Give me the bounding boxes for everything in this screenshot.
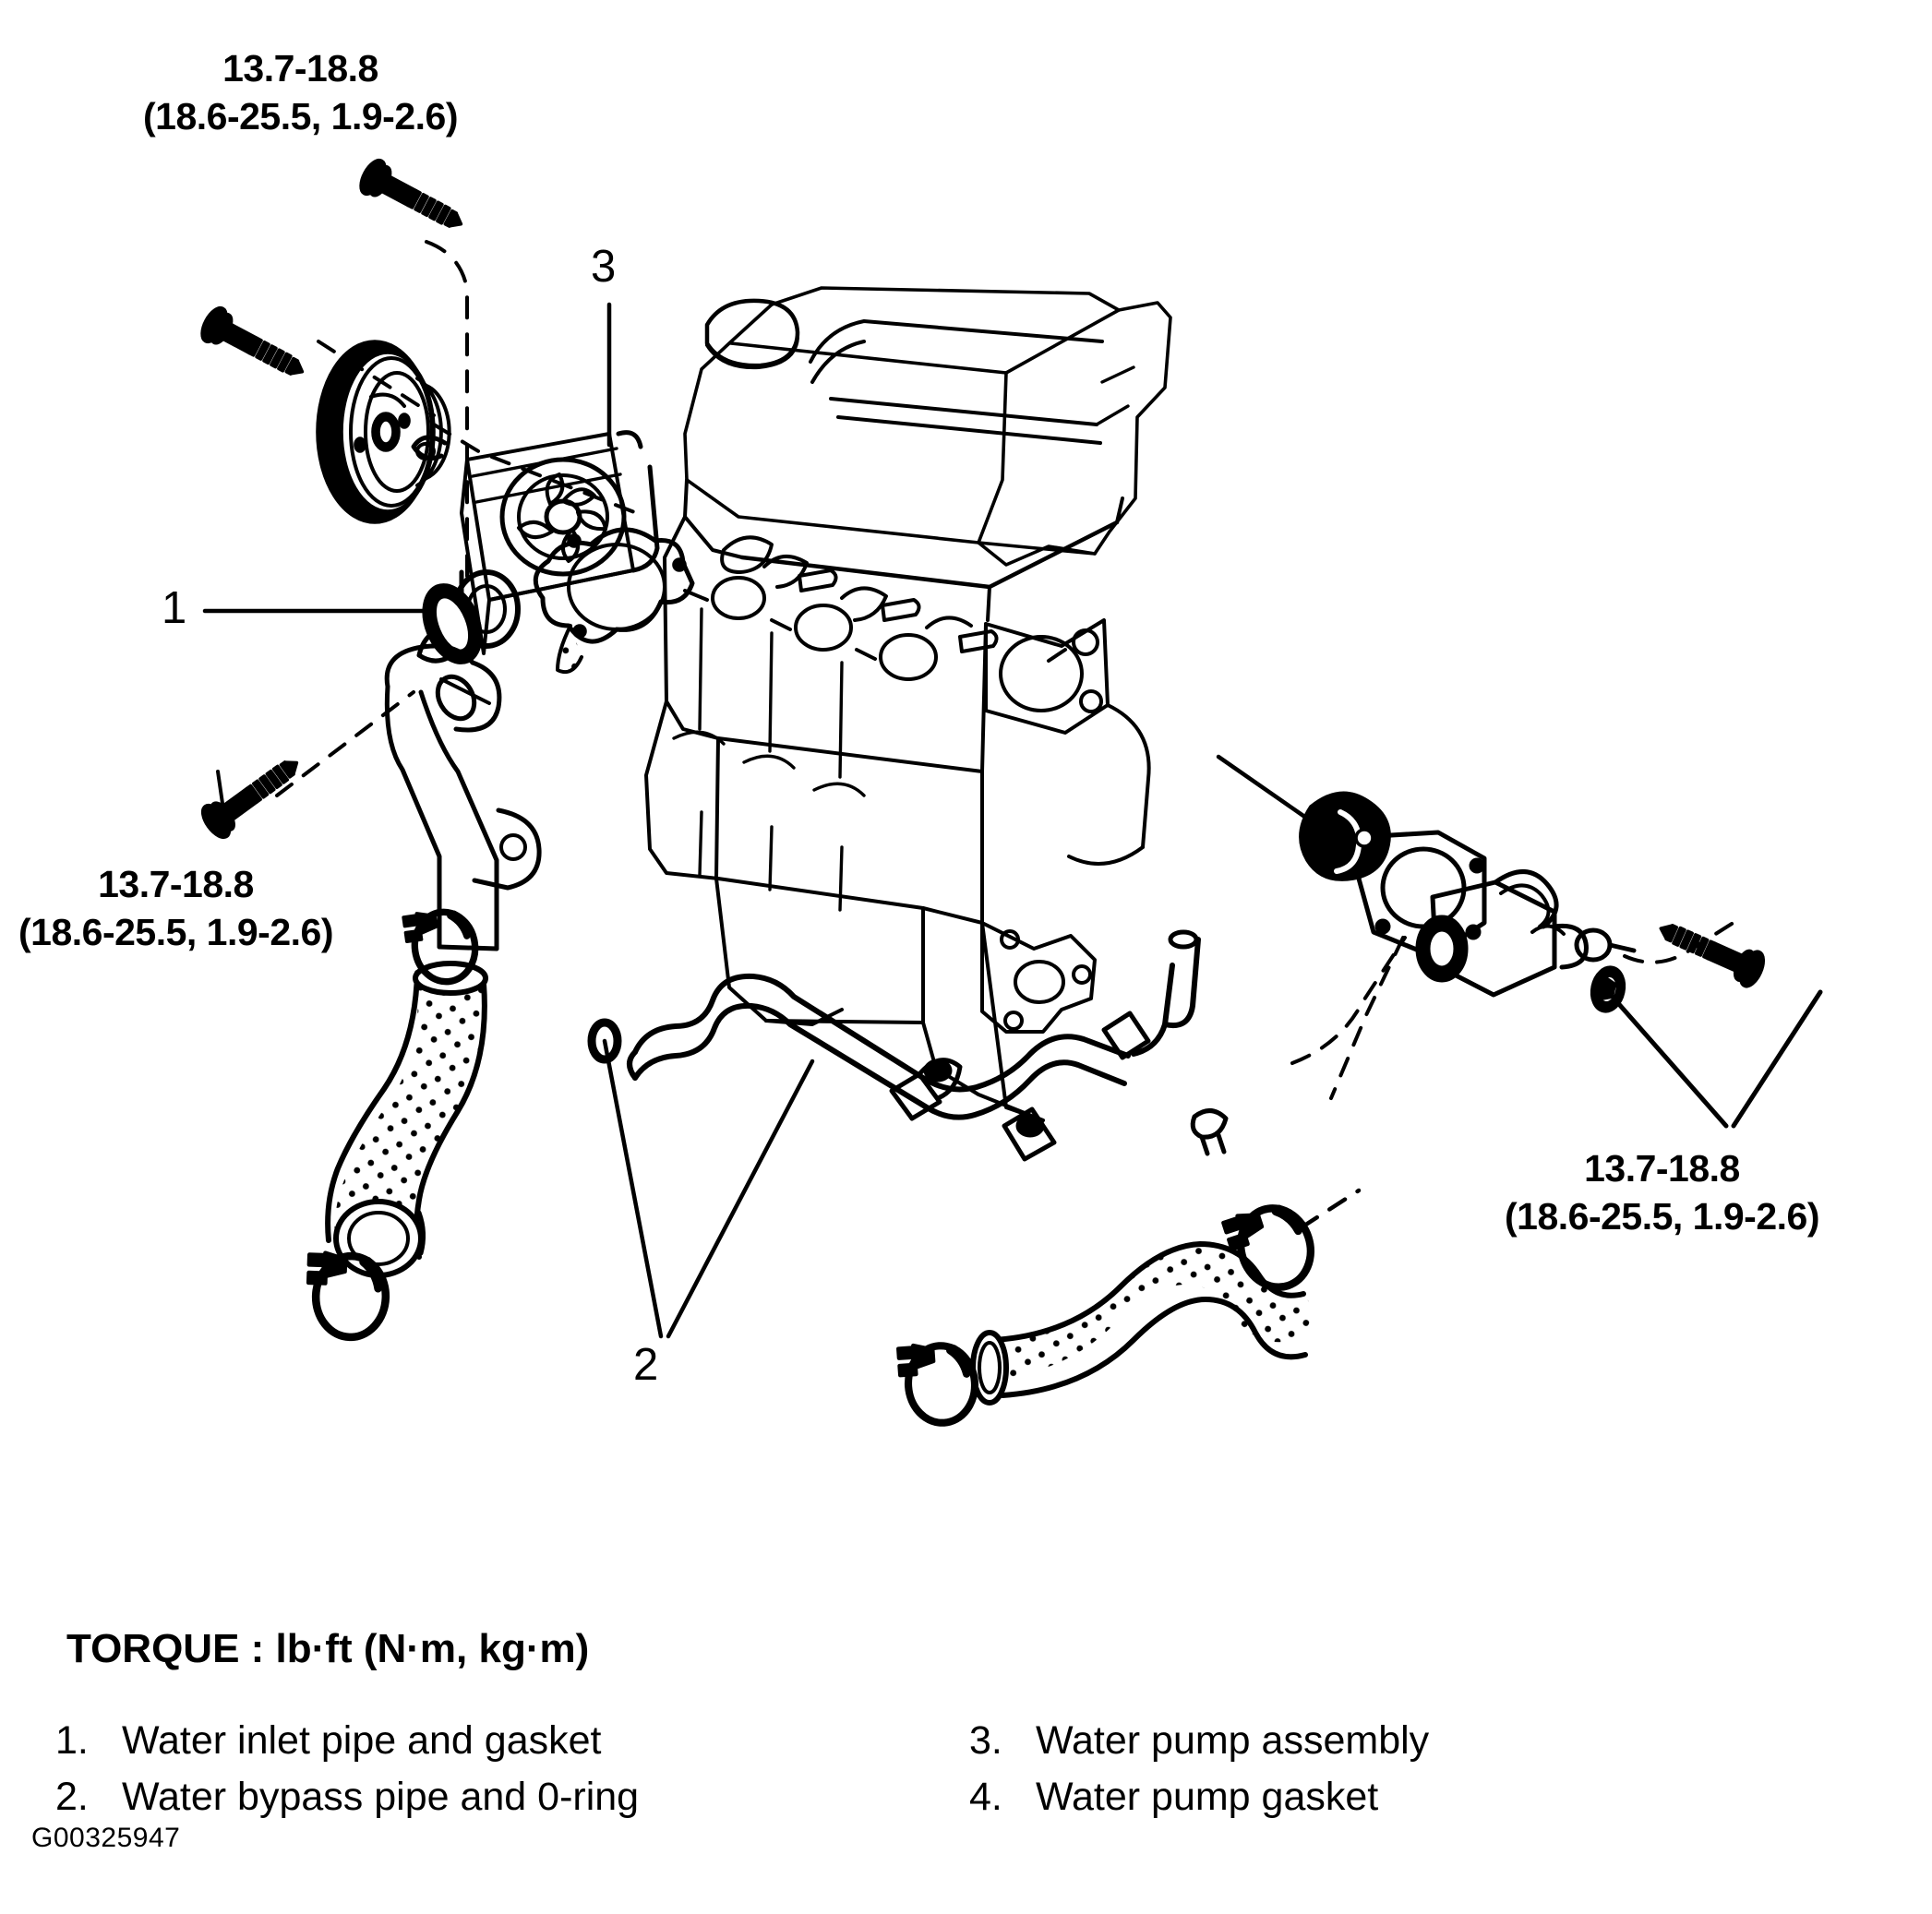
legend-item-number: 1. <box>55 1718 89 1763</box>
legend: TORQUE : lb·ft (N·m, kg·m) 1. Water inle… <box>55 1626 1883 1825</box>
legend-item: 1. Water inlet pipe and gasket <box>55 1713 969 1769</box>
water-bypass-pipe <box>627 929 1201 1162</box>
bypass-oring <box>587 1018 622 1064</box>
torque-units-title: TORQUE : lb·ft (N·m, kg·m) <box>66 1626 590 1671</box>
leader-torque-right-b <box>1731 989 1823 1129</box>
water-inlet-bolt <box>196 746 309 843</box>
pipe-clip <box>1190 1108 1229 1156</box>
torque-value-lbft: 13.7-18.8 <box>98 863 254 905</box>
torque-spec-water-outlet-housing: 13.7-18.8 (18.6-25.5, 1.9-2.6) <box>1505 1144 1819 1241</box>
assembly-line-thermostat <box>1216 754 1306 819</box>
torque-value-nm-kgm: (18.6-25.5, 1.9-2.6) <box>143 95 458 138</box>
leader-torque-right-a <box>1608 992 1729 1129</box>
assembly-line-outlet <box>1290 936 1407 1065</box>
leader-torque-top <box>425 240 469 589</box>
assembly-line-heater-hose <box>1299 1188 1362 1230</box>
torque-spec-water-pump: 13.7-18.8 (18.6-25.5, 1.9-2.6) <box>143 44 458 141</box>
outlet-bolt-long <box>1651 910 1770 992</box>
torque-value-lbft: 13.7-18.8 <box>1584 1147 1740 1190</box>
legend-item-label: Water inlet pipe and gasket <box>122 1718 602 1763</box>
callout-number-3: 3 <box>591 242 617 292</box>
callout-number-1: 1 <box>162 583 187 633</box>
legend-item-label: Water bypass pipe and 0-ring <box>122 1775 640 1820</box>
legend-item-label: Water pump gasket <box>1036 1775 1379 1820</box>
lower-radiator-hose <box>325 961 488 1278</box>
engine-block <box>644 286 1172 1122</box>
pulley-bolt-lower <box>195 302 313 390</box>
pulley-bolt-upper <box>354 154 472 243</box>
heater-hose <box>970 1241 1312 1406</box>
torque-value-lbft: 13.7-18.8 <box>222 47 378 90</box>
torque-value-nm-kgm: (18.6-25.5, 1.9-2.6) <box>1505 1195 1819 1238</box>
leader-callout-2b <box>666 1059 815 1339</box>
water-outlet-housing <box>1415 869 1637 998</box>
legend-column-right: 3. Water pump assembly 4. Water pump gas… <box>969 1713 1883 1825</box>
assembly-line-pulley <box>432 423 648 519</box>
legend-item-label: Water pump assembly <box>1036 1718 1430 1763</box>
legend-column-left: 1. Water inlet pipe and gasket 2. Water … <box>55 1713 969 1825</box>
water-inlet-pipe <box>384 643 542 951</box>
legend-item: 3. Water pump assembly <box>969 1713 1883 1769</box>
legend-item-number: 3. <box>969 1718 1002 1763</box>
torque-value-nm-kgm: (18.6-25.5, 1.9-2.6) <box>18 911 333 954</box>
water-inlet-gasket <box>422 583 483 664</box>
assembly-line-inlet-bolt <box>275 690 415 797</box>
assembly-line-outlet-2 <box>1329 936 1405 1100</box>
hose-clamp-left-heater <box>898 1342 978 1426</box>
water-pump-pulley <box>316 340 451 524</box>
torque-spec-water-inlet-pipe: 13.7-18.8 (18.6-25.5, 1.9-2.6) <box>18 860 333 957</box>
legend-item-number: 2. <box>55 1775 89 1820</box>
legend-item: 2. Water bypass pipe and 0-ring <box>55 1769 969 1825</box>
figure-id: G00325947 <box>31 1823 181 1853</box>
leader-callout-2a <box>602 1038 664 1339</box>
callout-number-2: 2 <box>633 1340 659 1390</box>
legend-item-number: 4. <box>969 1775 1002 1820</box>
hose-clamp-lower-left <box>306 1252 387 1338</box>
legend-item: 4. Water pump gasket <box>969 1769 1883 1825</box>
assembly-line-pulley-bolt <box>317 340 436 417</box>
